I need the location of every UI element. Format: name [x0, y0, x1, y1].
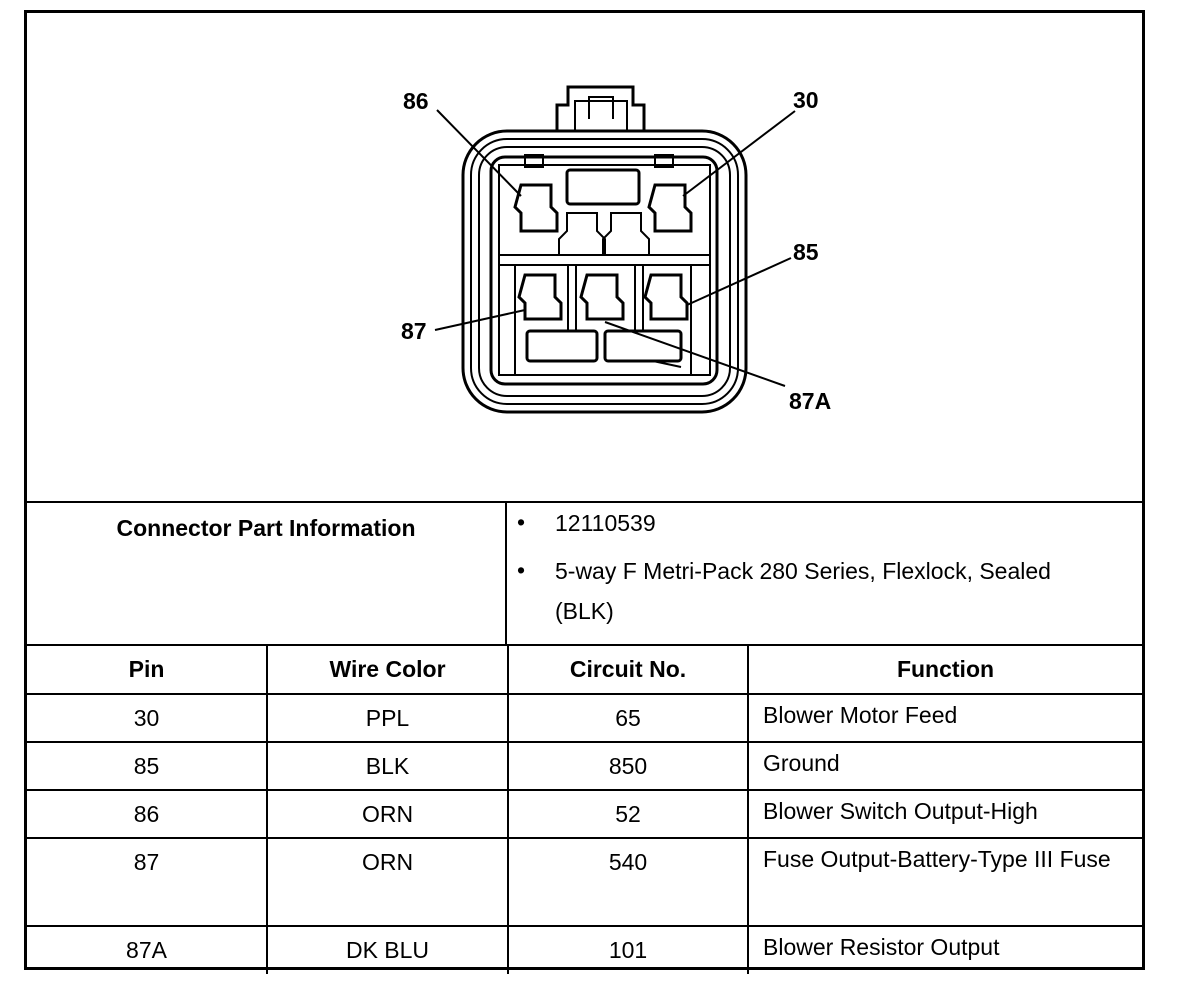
pin-label-86: 86: [403, 88, 429, 114]
header-pin: Pin: [27, 644, 268, 695]
cell-pin: 30: [27, 693, 268, 743]
table-row: 85 BLK 850 Ground: [27, 741, 1142, 791]
bullet-glyph: •: [517, 509, 526, 535]
pin-label-85: 85: [793, 239, 819, 265]
cell-circuit: 52: [507, 789, 749, 839]
bullet-glyph: •: [517, 557, 526, 583]
cell-pin: 85: [27, 741, 268, 791]
connector-face-drawing: [434, 85, 796, 414]
cell-pin: 87: [27, 837, 268, 927]
header-wire-color: Wire Color: [266, 644, 509, 695]
cell-wire-color: DK BLU: [266, 925, 509, 974]
table-row: 87A DK BLU 101 Blower Resistor Output: [27, 925, 1142, 974]
pin-label-87a: 87A: [789, 388, 832, 414]
cell-pin: 87A: [27, 925, 268, 974]
pin-table: Pin Wire Color Circuit No. Function 30 P…: [27, 644, 1142, 974]
part-info-list: • 12110539 • 5-way F Metri-Pack 280 Seri…: [507, 503, 1142, 644]
pin-table-header: Pin Wire Color Circuit No. Function: [27, 644, 1142, 695]
cell-circuit: 540: [507, 837, 749, 927]
cell-wire-color: ORN: [266, 837, 509, 927]
cell-wire-color: ORN: [266, 789, 509, 839]
cell-function: Fuse Output-Battery-Type III Fuse: [747, 837, 1142, 927]
table-row: 86 ORN 52 Blower Switch Output-High: [27, 789, 1142, 839]
header-function: Function: [747, 644, 1142, 695]
terminal-87a: [579, 273, 625, 321]
terminal-87: [517, 273, 563, 321]
leader-86: [436, 109, 522, 197]
cell-function: Blower Switch Output-High: [747, 789, 1142, 839]
connector-latch: [555, 85, 646, 131]
cell-wire-color: BLK: [266, 741, 509, 791]
pin-label-87: 87: [401, 318, 427, 344]
part-number: 12110539: [555, 510, 656, 536]
table-row: 87 ORN 540 Fuse Output-Battery-Type III …: [27, 837, 1142, 927]
cell-function: Ground: [747, 741, 1142, 791]
terminal-30: [647, 183, 693, 233]
leader-87: [434, 309, 526, 331]
table-row: 30 PPL 65 Blower Motor Feed: [27, 693, 1142, 743]
leader-85: [686, 257, 792, 306]
leader-87a: [604, 321, 786, 387]
cell-wire-color: PPL: [266, 693, 509, 743]
header-circuit-no: Circuit No.: [507, 644, 749, 695]
connector-sheet: 86 30 85 87 87A Connector Part Informati…: [24, 10, 1145, 974]
leader-30: [682, 110, 796, 197]
connector-housing-outer: [461, 129, 748, 414]
pin-label-30: 30: [793, 87, 819, 113]
cell-circuit: 101: [507, 925, 749, 974]
terminal-86: [513, 183, 559, 233]
cell-function: Blower Motor Feed: [747, 693, 1142, 743]
part-info-title: Connector Part Information: [27, 503, 507, 644]
part-description: 5-way F Metri-Pack 280 Series, Flexlock,…: [555, 558, 1051, 624]
cell-function: Blower Resistor Output: [747, 925, 1142, 974]
part-info-section: Connector Part Information • 12110539 • …: [27, 501, 1142, 644]
cell-circuit: 850: [507, 741, 749, 791]
terminal-85: [643, 273, 689, 321]
cell-circuit: 65: [507, 693, 749, 743]
connector-diagram: 86 30 85 87 87A: [27, 13, 1142, 501]
cell-pin: 86: [27, 789, 268, 839]
